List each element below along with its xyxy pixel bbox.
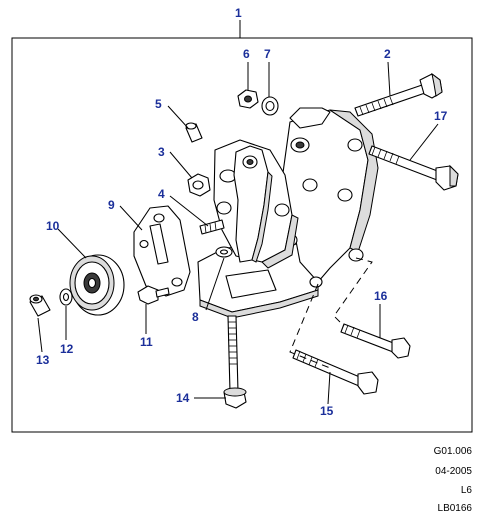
footer-ref-code: G01.006 (433, 446, 472, 457)
callout-9: 9 (108, 198, 115, 212)
callout-13: 13 (36, 353, 50, 367)
part-16-bolt (340, 323, 411, 359)
callout-12: 12 (60, 342, 74, 356)
part-17-bolt (368, 145, 459, 191)
callout-7: 7 (264, 47, 271, 61)
part-4-stud (199, 219, 225, 235)
part-14-bolt (223, 315, 247, 409)
callout-8: 8 (192, 310, 199, 324)
part-10-pulley (69, 254, 125, 316)
footer-model: L6 (460, 485, 472, 496)
callout-16: 16 (374, 289, 388, 303)
part-13-spacer (29, 294, 51, 317)
callout-4: 4 (158, 187, 165, 201)
main-bracket-assembly (197, 107, 379, 319)
diagram-frame (11, 37, 473, 433)
part-11-bolt (137, 285, 170, 305)
callout-3: 3 (158, 145, 165, 159)
callout-17: 17 (434, 109, 448, 123)
part-12-washer (59, 288, 73, 306)
part-2-bolt (354, 72, 443, 117)
callout-10: 10 (46, 219, 60, 233)
assembly-dash-lines (289, 257, 373, 369)
callout-labels: 1 2 3 4 5 6 7 8 9 10 11 12 13 14 15 16 1… (36, 6, 448, 418)
part-7-washer (261, 96, 279, 116)
callout-1: 1 (235, 6, 242, 20)
part-5-spacer (185, 122, 203, 143)
callout-14: 14 (176, 391, 190, 405)
callout-6: 6 (243, 47, 250, 61)
callout-2: 2 (384, 47, 391, 61)
callout-15: 15 (320, 404, 334, 418)
callout-5: 5 (155, 97, 162, 111)
part-3-nut (187, 173, 211, 197)
part-9-plate (133, 205, 191, 297)
part-6-nut (237, 89, 259, 109)
part-8-washer (215, 246, 233, 258)
leader-lines (37, 61, 439, 405)
footer-date: 04-2005 (435, 466, 472, 477)
callout-11: 11 (140, 335, 153, 349)
footer-drawing-id: LB0166 (437, 503, 472, 514)
part-15-bolt (292, 349, 379, 395)
